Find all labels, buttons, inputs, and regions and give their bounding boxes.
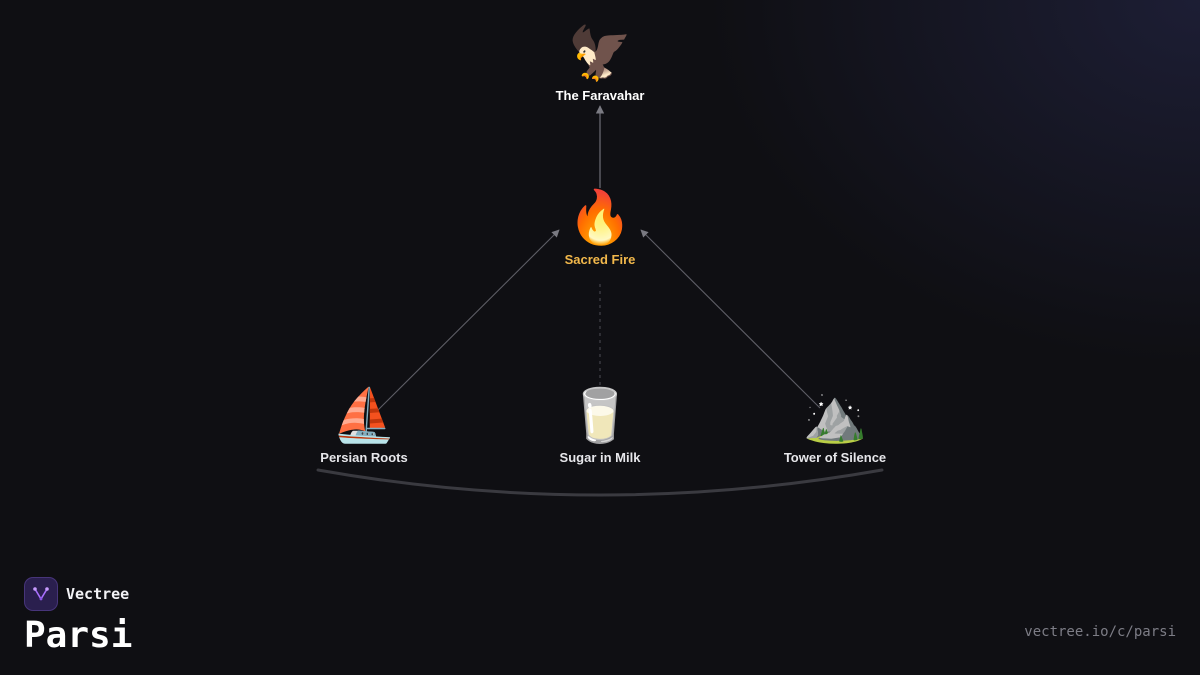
node-label: The Faravahar: [555, 88, 645, 103]
node-tower-of-silence[interactable]: ⛰️ Tower of Silence: [735, 386, 935, 465]
site-url[interactable]: vectree.io/c/parsi: [1024, 624, 1176, 640]
milk-glass-icon: 🥛: [567, 387, 633, 445]
link-tower-to-fire: [640, 229, 821, 409]
node-label: Sugar in Milk: [559, 450, 641, 465]
node-label: Persian Roots: [320, 450, 408, 465]
mountain-icon: ⛰️: [802, 387, 868, 445]
node-faravahar[interactable]: 🦅 The Faravahar: [500, 24, 700, 103]
node-sugar-in-milk[interactable]: 🥛 Sugar in Milk: [500, 386, 700, 465]
node-sacred-fire[interactable]: 🔥 Sacred Fire: [500, 188, 700, 267]
brand-name[interactable]: Vectree: [66, 585, 130, 603]
node-label: Sacred Fire: [564, 252, 636, 267]
brand-block: Vectree Parsi: [24, 577, 132, 657]
base-arc: [316, 468, 884, 497]
node-label: Tower of Silence: [783, 450, 887, 465]
brand-row: Vectree: [24, 577, 132, 611]
link-roots-to-fire: [377, 229, 560, 411]
fire-icon: 🔥: [567, 189, 633, 247]
sailboat-icon: ⛵: [331, 387, 397, 445]
page-title: Parsi: [24, 615, 133, 656]
node-persian-roots[interactable]: ⛵ Persian Roots: [264, 386, 464, 465]
vectree-logo-icon[interactable]: [24, 577, 58, 611]
eagle-icon: 🦅: [567, 25, 633, 83]
